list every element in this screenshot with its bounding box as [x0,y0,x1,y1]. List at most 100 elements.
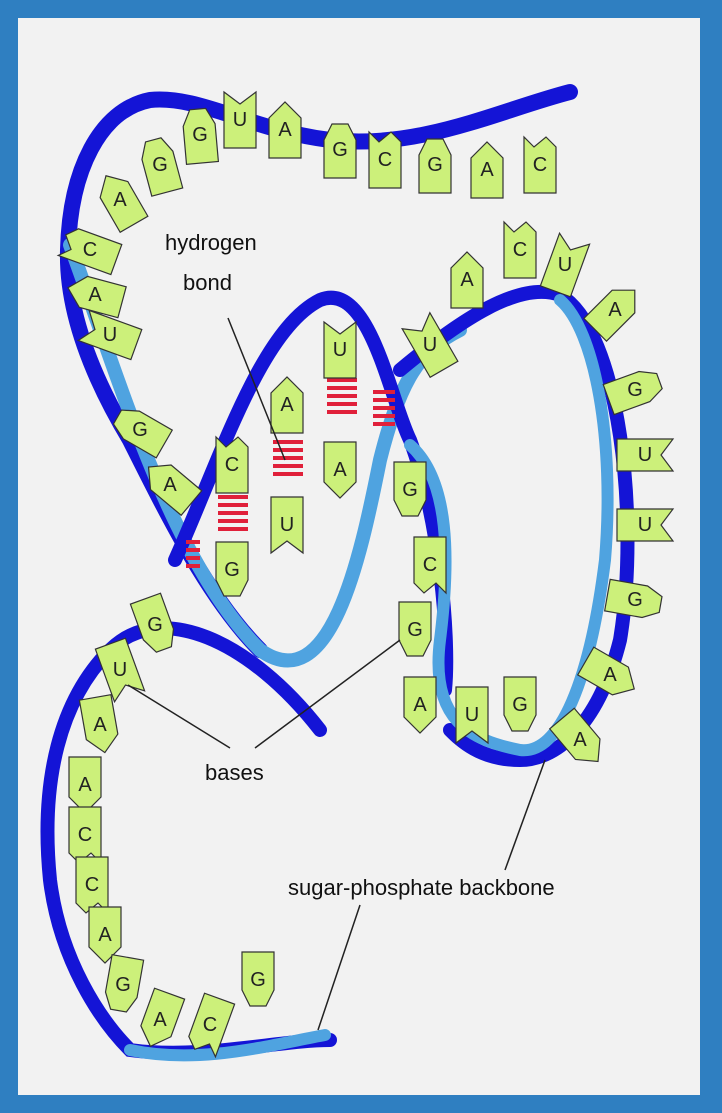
base-letter-helix_left-2: A [280,394,294,416]
base-loop_outer-2: U [540,233,589,297]
bases-group: AGGUAGCGACCAUGACGAUUAACUAGUUGAAUGCGAUGGU… [58,92,673,1057]
base-lower_left-6: A [89,907,121,963]
base-letter-lower_left-5: C [85,874,99,896]
base-letter-lower_left-1: U [113,659,127,681]
base-lower_left-0: G [130,593,179,655]
base-top_strand-6: C [369,132,401,188]
base-letter-top_strand-1: G [152,154,168,176]
base-top_strand-8: A [471,142,503,198]
base-letter-loop_inner-2: C [423,554,437,576]
sugar-phosphate-backbone-ribbon [48,92,628,1055]
base-top_strand-9: C [524,137,556,193]
base-top_strand-3: U [224,92,256,148]
base-lower_left-4: C [69,807,101,863]
base-loop_inner-1: G [394,462,426,516]
base-letter-loop_outer-0: A [460,269,474,291]
base-letter-loop_outer-8: A [603,664,617,686]
base-letter-left_descending-2: U [103,324,117,346]
base-lower_left-10: G [242,952,274,1006]
label-bond: bond [183,270,232,295]
base-letter-lower_left-0: G [147,614,163,636]
base-lower_left-1: U [95,638,144,702]
base-letter-lower_left-7: G [115,974,131,996]
base-letter-lower_left-2: A [93,714,107,736]
base-helix_right-0: U [324,322,356,378]
base-letter-top_strand-3: U [233,109,247,131]
base-letter-left_descending-1: A [88,284,102,306]
base-letter-lower_left-8: A [153,1009,167,1031]
base-loop_inner-6: G [504,677,536,731]
base-lower_left-2: A [79,695,120,756]
base-letter-top_strand-8: A [480,159,494,181]
label-backbone: sugar-phosphate backbone [288,875,555,900]
base-top_strand-7: G [419,139,451,193]
base-letter-lower_left-3: A [78,774,92,796]
base-letter-loop_outer-3: A [608,299,622,321]
label-hydrogen: hydrogen [165,230,257,255]
base-letter-left_descending-3: G [132,419,148,441]
base-lower_left-3: A [69,757,101,813]
base-lower_left-8: A [135,988,184,1052]
base-helix_left-3: U [271,497,303,553]
backbone-pointer-down [318,905,360,1030]
base-letter-helix_left-3: U [280,514,294,536]
annotation-lines [128,318,545,1030]
base-letter-loop_outer-2: U [558,254,572,276]
base-top_strand-1: G [138,136,183,196]
base-letter-loop_outer-1: C [513,239,527,261]
base-letter-loop_outer-5: U [638,444,652,466]
base-letter-top_strand-4: A [278,119,292,141]
base-loop_inner-2: C [414,537,446,593]
base-letter-helix_right-1: A [333,459,347,481]
base-top_strand-4: A [269,102,301,158]
base-helix_right-1: A [324,442,356,498]
base-letter-helix_right-0: U [333,339,347,361]
hydrogen-bond-1 [273,440,303,476]
base-helix_left-1: G [216,542,248,596]
base-helix_left-2: A [271,377,303,433]
base-letter-top_strand-0: A [113,189,127,211]
base-letter-left_descending-0: C [83,239,97,261]
base-top_strand-5: G [324,124,356,178]
label-bases: bases [205,760,264,785]
base-letter-top_strand-9: C [533,154,547,176]
base-letter-top_strand-2: G [192,124,208,146]
base-loop_outer-5: U [617,439,673,471]
base-loop_inner-4: A [404,677,436,733]
base-letter-loop_inner-6: G [512,694,528,716]
base-letter-loop_outer-7: G [627,589,643,611]
base-letter-helix_left-0: C [225,454,239,476]
base-letter-loop_inner-5: U [465,704,479,726]
base-lower_left-7: G [103,955,144,1014]
base-letter-lower_left-4: C [78,824,92,846]
base-loop_inner-3: G [399,602,431,656]
base-letter-loop_inner-4: A [413,694,427,716]
base-letter-lower_left-9: C [203,1014,217,1036]
base-letter-loop_outer-6: U [638,514,652,536]
base-letter-loop_inner-3: G [407,619,423,641]
base-loop_outer-7: G [605,579,664,620]
base-letter-helix_left-1: G [224,559,240,581]
base-letter-loop_inner-1: G [402,479,418,501]
hydrogen-bond-2 [327,378,357,414]
base-lower_left-5: C [76,857,108,913]
base-letter-loop_outer-4: G [627,379,643,401]
base-letter-loop_inner-0: U [423,334,437,356]
base-letter-lower_left-10: G [250,969,266,991]
base-letter-top_strand-6: C [378,149,392,171]
base-letter-top_strand-5: G [332,139,348,161]
base-letter-lower_left-6: A [98,924,112,946]
base-helix_left-0: C [216,437,248,493]
base-loop_outer-6: U [617,509,673,541]
base-top_strand-0: A [92,168,148,232]
hydrogen-bond-0 [218,495,248,531]
backbone-pointer-up [505,760,545,870]
base-letter-loop_outer-9: A [573,729,587,751]
base-letter-top_strand-7: G [427,154,443,176]
bases-pointer-left [128,685,230,748]
base-letter-left_descending-4: A [163,474,177,496]
base-loop_outer-1: C [504,222,536,278]
base-loop_outer-0: A [451,252,483,308]
